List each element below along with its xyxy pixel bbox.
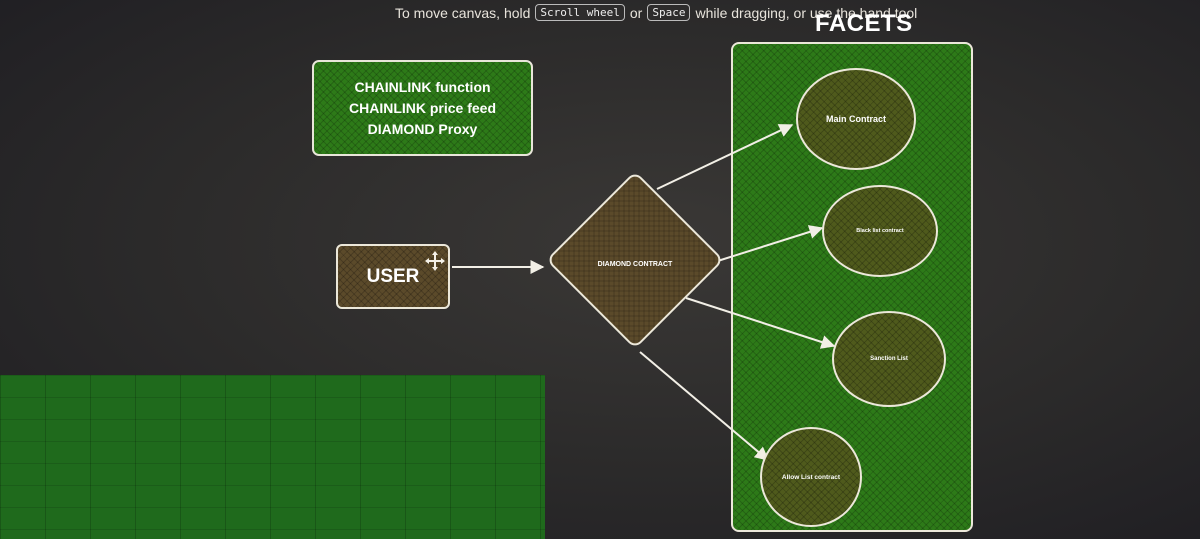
info-line-1: CHAINLINK function xyxy=(354,78,491,95)
facets-title: FACETS xyxy=(815,10,913,37)
facet-sanction-list-label: Sanction List xyxy=(870,356,908,362)
diamond-contract-label: DIAMOND CONTRACT xyxy=(597,261,673,268)
user-label: USER xyxy=(366,265,420,287)
hint-middle: or xyxy=(629,4,643,21)
facet-black-list-label: Black list contract xyxy=(856,228,904,234)
info-line-3: DIAMOND Proxy xyxy=(367,120,478,137)
facet-black-list-contract[interactable]: Black list contract xyxy=(822,185,938,277)
move-arrows-icon[interactable] xyxy=(424,250,446,272)
hint-prefix: To move canvas, hold xyxy=(395,4,531,21)
info-box[interactable]: CHAINLINK function CHAINLINK price feed … xyxy=(312,60,533,156)
facet-main-contract-label: Main Contract xyxy=(825,114,886,124)
space-key: Space xyxy=(647,4,691,21)
facet-main-contract[interactable]: Main Contract xyxy=(796,68,916,170)
hint-suffix: while dragging, or use the hand tool xyxy=(695,4,918,21)
facet-allow-list-contract[interactable]: Allow List contract xyxy=(760,427,862,527)
scroll-wheel-key: Scroll wheel xyxy=(535,4,625,21)
green-grid-shape[interactable] xyxy=(0,375,545,539)
facet-sanction-list[interactable]: Sanction List xyxy=(832,311,946,407)
canvas-hint: To move canvas, hold Scroll wheel or Spa… xyxy=(395,4,917,21)
user-node[interactable]: USER xyxy=(336,244,450,309)
diamond-contract-node[interactable] xyxy=(545,170,725,350)
info-line-2: CHAINLINK price feed xyxy=(348,99,497,116)
facet-allow-list-label: Allow List contract xyxy=(781,473,841,481)
